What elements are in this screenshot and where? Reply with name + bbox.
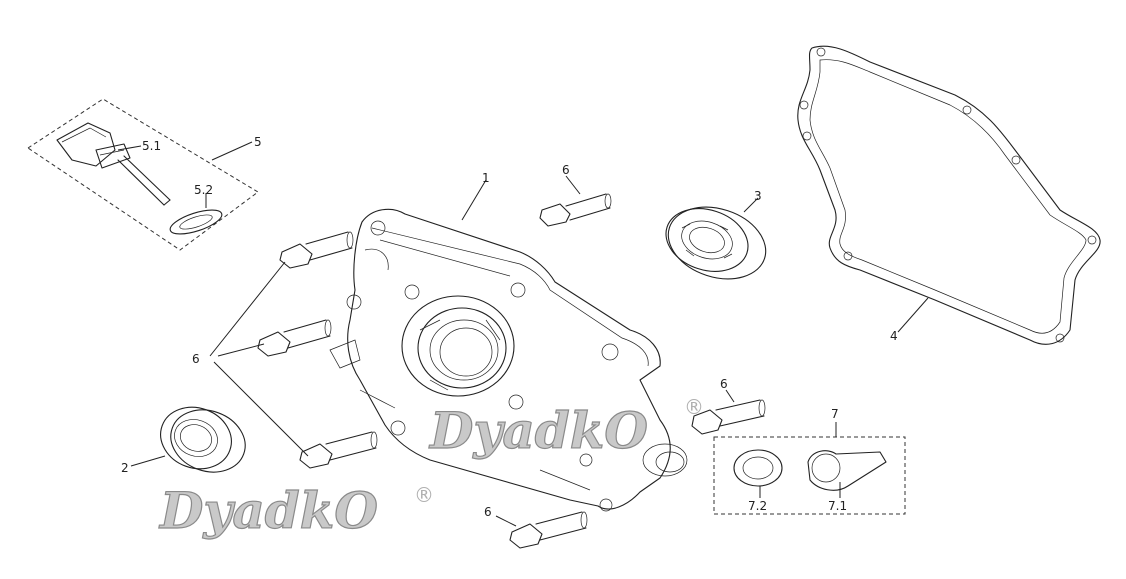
bolt-6-left-middle bbox=[257, 319, 332, 357]
part-7-2-washer bbox=[733, 449, 783, 487]
callout-7-1: 7.1 bbox=[828, 499, 847, 513]
callout-5-2: 5.2 bbox=[194, 183, 213, 197]
callout-6-right: 6 bbox=[720, 377, 728, 391]
watermark-center-registered: ® bbox=[684, 395, 704, 419]
bolt-6-left-upper bbox=[279, 231, 354, 269]
callout-6-left: 6 bbox=[192, 352, 200, 366]
bolt-6-right bbox=[691, 389, 766, 435]
part-7-dashed-boundary bbox=[713, 436, 906, 515]
part-5-dashed-boundary bbox=[27, 98, 259, 251]
callout-7-2: 7.2 bbox=[748, 499, 767, 513]
part-5-oil-sensor-group bbox=[27, 98, 259, 251]
callout-6-top: 6 bbox=[562, 163, 570, 177]
callout-1: 1 bbox=[482, 171, 490, 185]
part-7-1-lever bbox=[807, 450, 887, 491]
part-3-bearing bbox=[665, 197, 767, 280]
callout-5-1: 5.1 bbox=[142, 139, 161, 153]
callout-6-bottom: 6 bbox=[484, 505, 492, 519]
part-5-2-washer bbox=[169, 209, 223, 235]
watermark-bottom-left-registered: ® bbox=[414, 483, 434, 507]
bolt-6-fan-leaders bbox=[209, 261, 309, 457]
part-4-gasket bbox=[797, 45, 1101, 345]
bolt-6-bottom bbox=[495, 511, 588, 549]
part-5-1-sensor bbox=[56, 122, 171, 206]
watermark-bottom-left: DyadkO bbox=[158, 481, 378, 540]
callout-7: 7 bbox=[831, 407, 839, 421]
part-2-oil-seal bbox=[130, 406, 246, 473]
part-1-crankcase-cover bbox=[329, 179, 688, 512]
callout-2: 2 bbox=[121, 461, 129, 475]
part-7-group bbox=[713, 422, 906, 515]
bolt-6-left-lower bbox=[299, 431, 378, 469]
watermark-center: DyadkO bbox=[428, 401, 648, 460]
callout-4: 4 bbox=[890, 329, 898, 343]
callout-3: 3 bbox=[754, 189, 762, 203]
bolt-6-top bbox=[539, 175, 612, 227]
callout-5: 5 bbox=[254, 135, 262, 149]
